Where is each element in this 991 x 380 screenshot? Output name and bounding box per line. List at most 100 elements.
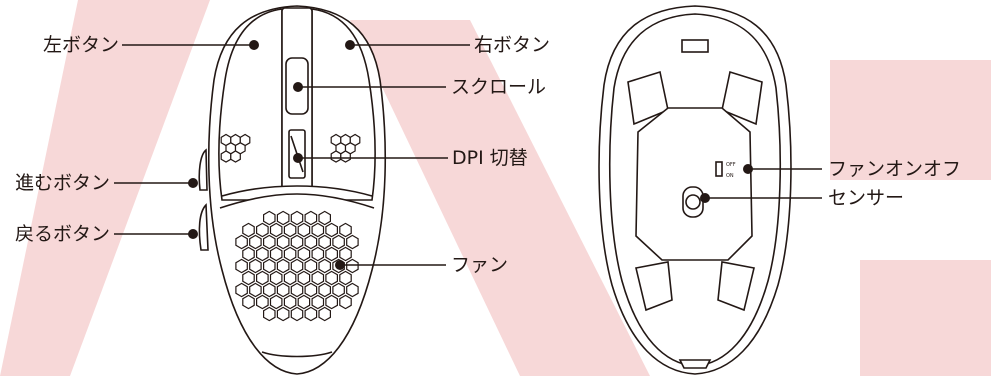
fan-hex (304, 210, 318, 226)
fan-hex (325, 270, 338, 286)
fan-hex (283, 246, 297, 262)
hex-vents-left (220, 133, 251, 163)
fan-hex (269, 294, 283, 310)
label-left-button: 左ボタン (42, 34, 119, 56)
fan-hex (242, 246, 255, 262)
fan-hex (346, 258, 359, 274)
fan-hex (297, 270, 311, 286)
fan-hex (339, 246, 352, 262)
mouse-top-view (198, 5, 387, 375)
label-forward-button: 進むボタン (14, 172, 110, 194)
callout-fan-dot (335, 260, 345, 270)
fan-hex (263, 234, 276, 250)
fan-hex (276, 210, 290, 226)
fan-hex (311, 222, 325, 238)
label-scroll: スクロール (451, 76, 547, 98)
palm-divider (221, 185, 373, 197)
fan-hex (297, 246, 311, 262)
fan-hex (242, 270, 255, 286)
fan-hex (332, 234, 345, 250)
sensor-lens (685, 194, 701, 210)
fan-hex (235, 282, 248, 298)
fan-hex (332, 282, 345, 298)
fan-hex (290, 306, 304, 322)
fan-hex (235, 234, 248, 250)
label-right-button: 右ボタン (474, 34, 551, 56)
callout-dpi-dot (293, 153, 303, 163)
watermark-block-top (830, 60, 991, 180)
callout-right-button-dot (345, 40, 355, 50)
fan-hex (318, 234, 331, 250)
fan-hex (297, 222, 311, 238)
label-fan: ファン (451, 254, 509, 276)
fan-hex (249, 282, 262, 298)
label-back-button: 戻るボタン (14, 223, 110, 245)
fan-toggle-switch (715, 161, 723, 177)
fan-hex (325, 294, 338, 310)
callout-sensor-dot (700, 193, 710, 203)
fan-hex (318, 282, 331, 298)
callout-fan-toggle-dot (743, 164, 753, 174)
callout-back-dot (188, 229, 198, 239)
fan-hex (311, 294, 325, 310)
fan-hex (290, 282, 304, 298)
fan-hex (311, 246, 325, 262)
vent-hex (220, 150, 232, 163)
fan-hex (304, 282, 318, 298)
fan-hex (269, 270, 283, 286)
label-sensor: センサー (828, 187, 905, 209)
watermark-block-bottom (860, 260, 991, 376)
right-button-panel (311, 8, 376, 201)
vent-hex (330, 150, 342, 163)
rear-seam (261, 351, 333, 358)
watermark-stroke-right (350, 20, 650, 376)
fan-hex (235, 258, 248, 274)
vent-hex (230, 150, 241, 163)
fan-hex (318, 210, 331, 226)
fan-hex (283, 294, 297, 310)
fan-hex (290, 210, 304, 226)
fan-hex (269, 246, 283, 262)
fan-hex (263, 210, 276, 226)
fan-hex (283, 270, 297, 286)
fan-hex (304, 258, 318, 274)
callout-forward-dot (188, 178, 198, 188)
label-fan-onoff: ファンオンオフ (828, 158, 962, 180)
callouts (114, 40, 822, 270)
callout-left-button-dot (249, 40, 259, 50)
fan-hex (249, 258, 262, 274)
fan-hex (346, 282, 359, 298)
top-notch (681, 39, 709, 53)
fan-hex (304, 234, 318, 250)
vent-hex (340, 150, 351, 163)
fan-hex (276, 234, 290, 250)
foot-pad-bottom-left (635, 261, 673, 312)
switch-on-text: ON (726, 173, 734, 179)
fan-hex (339, 294, 352, 310)
back-side-button (198, 203, 209, 251)
fan-hex (256, 222, 269, 238)
fan-hex (318, 258, 331, 274)
fan-hex (242, 294, 255, 310)
fan-hex (304, 306, 318, 322)
fan-hex (290, 258, 304, 274)
callout-scroll-dot (293, 82, 303, 92)
forward-side-button (198, 148, 208, 191)
foot-pad-bottom-right (717, 261, 755, 312)
label-dpi-switch: DPI 切替 (452, 147, 528, 169)
fan-hex (290, 234, 304, 250)
fan-hex (242, 222, 255, 238)
mouse-bottom-view (598, 5, 792, 375)
fan-hex (297, 294, 311, 310)
fan-hex (311, 270, 325, 286)
fan-hex (256, 270, 269, 286)
fan-hex (263, 258, 276, 274)
palm-divider-lower (219, 193, 375, 209)
watermark-stroke-left (0, 0, 210, 376)
fan-hex (339, 222, 352, 238)
fan-hex (256, 294, 269, 310)
fan-hex-grille (235, 210, 359, 322)
